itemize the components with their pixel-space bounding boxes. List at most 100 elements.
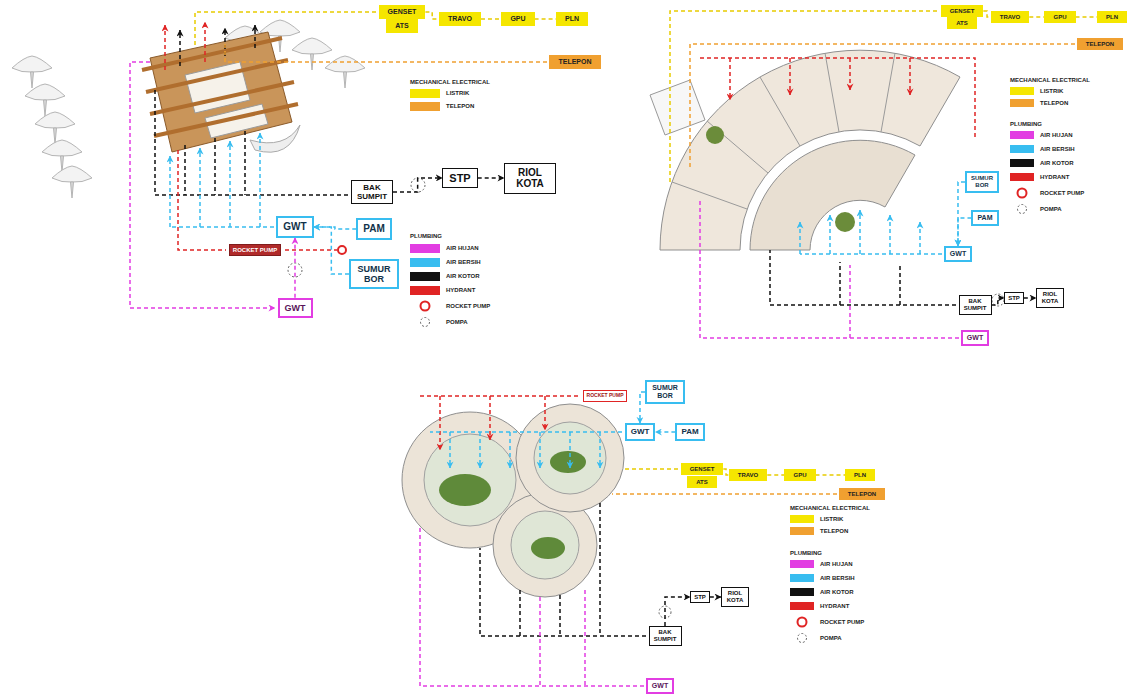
- legend-text: AIR KOTOR: [446, 273, 480, 280]
- box-label: PLN: [854, 472, 866, 479]
- legend-swatch: [1010, 99, 1034, 107]
- box-label: PLN: [565, 15, 579, 23]
- box-label: BAK SUMPIT: [356, 183, 388, 201]
- legend-text: TELEPON: [1040, 100, 1068, 107]
- legend-item: AIR KOTOR: [1010, 157, 1074, 169]
- pump-symbol: [992, 294, 1004, 306]
- equipment-box: RIOL KOTA: [1036, 288, 1064, 308]
- box-label: GWT: [950, 250, 966, 258]
- clean-water-pipe: [199, 148, 201, 227]
- pipe-connector: [958, 218, 971, 246]
- legend-text: HYDRANT: [446, 287, 475, 294]
- power-line: [195, 12, 376, 48]
- legend-swatch: [410, 89, 440, 98]
- clean-water-pipe: [799, 222, 801, 254]
- vent-pipe: [254, 25, 256, 48]
- legend-text: AIR KOTOR: [1040, 160, 1074, 167]
- courtyard-tree: [531, 537, 565, 559]
- legend-text: POMPA: [820, 635, 842, 642]
- legend-item: LISTRIK: [1010, 85, 1063, 97]
- legend-swatch: [790, 560, 814, 568]
- clean-water-pipe: [859, 210, 861, 254]
- section-heading: MECHANICAL ELECTRICAL: [1010, 77, 1090, 84]
- box-label: RIOL KOTA: [1040, 291, 1060, 305]
- box-label: GWT: [285, 303, 306, 313]
- legend-text: HYDRANT: [1040, 174, 1069, 181]
- legend-swatch: [410, 272, 440, 281]
- box-label: PAM: [363, 223, 384, 235]
- tree-icon: [25, 84, 65, 116]
- equipment-box: GENSET: [379, 5, 426, 19]
- pump-circle: [798, 634, 807, 643]
- courtyard-tree: [439, 474, 491, 506]
- pipe-connector: [665, 597, 690, 626]
- equipment-box: GPU: [501, 12, 534, 26]
- legend-text: POMPA: [1040, 206, 1062, 213]
- rocket-pump-circle: [1018, 189, 1027, 198]
- legend-swatch: [790, 515, 814, 523]
- courtyard-tree: [706, 126, 724, 144]
- legend-text: AIR BERSIH: [820, 575, 855, 582]
- pipe-connector: [816, 474, 846, 476]
- courtyard: [534, 422, 606, 494]
- legend-text: AIR HUJAN: [1040, 132, 1073, 139]
- clean-water-pipe: [479, 432, 481, 468]
- legend-item: AIR KOTOR: [410, 270, 480, 282]
- clean-water-pipe: [919, 222, 921, 254]
- legend-swatch: [410, 258, 440, 267]
- box-label: PAM: [977, 214, 992, 222]
- legend-item: ROCKET PUMP: [790, 616, 864, 628]
- equipment-box: ROCKET PUMP: [583, 390, 628, 402]
- equipment-box: TELEPON: [549, 55, 600, 69]
- box-label: ATS: [395, 22, 408, 30]
- building-3: [402, 404, 624, 597]
- pipe-connector: [294, 238, 296, 298]
- equipment-box: TRAVO: [991, 11, 1030, 24]
- waste-pipe: [155, 90, 348, 195]
- equipment-box: ATS: [947, 17, 977, 30]
- legend-item: AIR BERSIH: [410, 256, 481, 268]
- hydrant-pipe: [729, 58, 731, 100]
- legend-item: AIR HUJAN: [1010, 129, 1073, 141]
- box-label: ROCKET PUMP: [587, 393, 624, 399]
- power-line: [670, 11, 937, 185]
- building-block: [650, 80, 705, 135]
- section-heading: PLUMBING: [1010, 121, 1042, 128]
- equipment-box: SUMUR BOR: [349, 259, 399, 290]
- legend-swatch: [410, 102, 440, 111]
- hydrant-pipe: [789, 58, 791, 95]
- legend-swatch: [1010, 159, 1034, 167]
- box-label: TRAVO: [738, 472, 759, 479]
- waste-pipe: [185, 131, 245, 195]
- box-label: BAK SUMPIT: [653, 629, 678, 643]
- section-heading: PLUMBING: [790, 550, 822, 557]
- box-label: ATS: [956, 20, 968, 27]
- equipment-box: GPU: [784, 469, 815, 482]
- pump-symbol: [1010, 203, 1034, 215]
- legend-text: HYDRANT: [820, 603, 849, 610]
- legend-item: AIR KOTOR: [790, 586, 854, 598]
- legend-item: AIR BERSIH: [1010, 143, 1075, 155]
- equipment-box: GWT: [625, 423, 656, 440]
- legend-item: POMPA: [790, 632, 842, 644]
- legend-item: TELEPON: [790, 525, 848, 537]
- hydrant-pipe: [164, 25, 166, 70]
- box-label: TELEPON: [848, 491, 876, 498]
- room-divider: [672, 53, 895, 209]
- building-2: [650, 50, 960, 250]
- clean-water-pipe: [229, 141, 231, 227]
- pump-circle: [1018, 205, 1027, 214]
- rainwater-pipe: [700, 200, 959, 338]
- rocket-pump-symbol: [410, 300, 440, 312]
- rocket-pump-symbol: [1010, 187, 1034, 199]
- legend-swatch: [1010, 87, 1034, 95]
- equipment-box: GWT: [944, 246, 972, 262]
- legend-item: LISTRIK: [790, 513, 843, 525]
- legend-text: TELEPON: [446, 103, 474, 110]
- box-label: PLN: [1106, 14, 1118, 21]
- clean-water-pipe: [599, 432, 601, 468]
- legend-item: TELEPON: [1010, 97, 1068, 109]
